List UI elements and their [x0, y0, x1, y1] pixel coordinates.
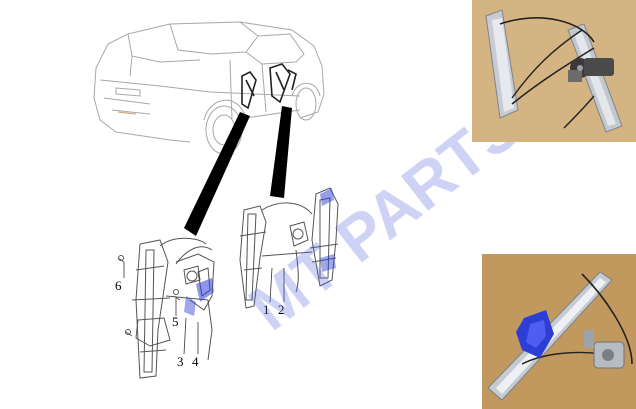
bracket-highlight-left — [196, 278, 214, 302]
door-regulator-marks — [241, 63, 297, 110]
callout-5: 5 — [172, 314, 179, 329]
product-photo-bottom — [482, 254, 636, 409]
callout-6: 6 — [115, 278, 122, 293]
callout-2: 2 — [278, 302, 285, 317]
pointer-wedge-front — [270, 106, 292, 198]
bracket-highlight-left-2 — [184, 296, 196, 316]
callout-4: 4 — [192, 354, 199, 369]
product-photo-top — [472, 0, 636, 142]
bracket-highlight-right — [320, 188, 334, 206]
pointer-wedge-rear — [184, 112, 250, 236]
leader-lines — [123, 262, 285, 355]
bracket-highlight-right-2 — [320, 254, 336, 272]
regulator-left — [117, 237, 215, 379]
callout-1: 1 — [263, 302, 270, 317]
callout-3: 3 — [177, 354, 184, 369]
